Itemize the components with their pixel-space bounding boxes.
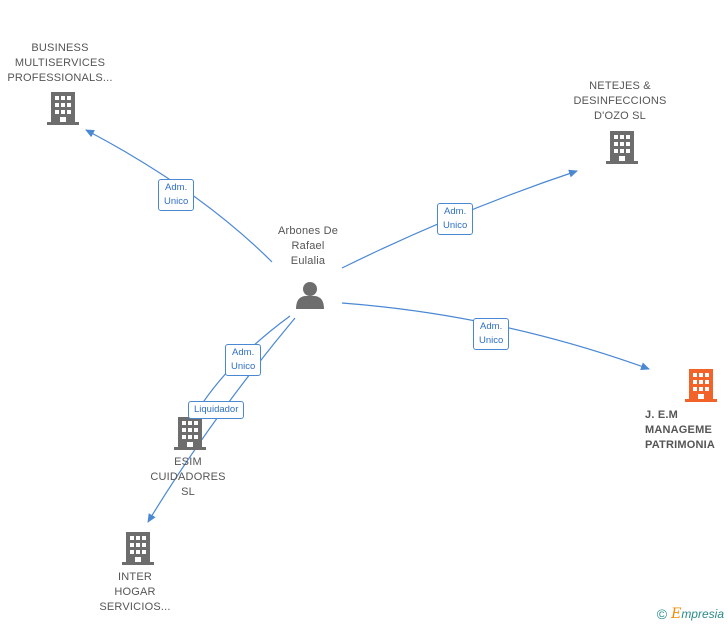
relation-label-business: Adm. Unico <box>158 179 195 211</box>
relation-label-jem: Adm. Unico <box>473 318 510 350</box>
brand-name: Empresia <box>671 606 724 622</box>
relation-label-esim: Adm. Unico <box>225 344 262 376</box>
empresia-logo: © Empresia <box>657 606 724 622</box>
company-name-business[interactable]: BUSINESS MULTISERVICES PROFESSIONALS... <box>7 42 113 84</box>
building-icon[interactable] <box>122 532 154 565</box>
relation-label-netejes: Adm. Unico <box>437 203 474 235</box>
edge-inter <box>147 317 296 523</box>
building-icon[interactable] <box>174 417 206 450</box>
relation-label-inter: Liquidador <box>188 401 245 419</box>
company-name-netejes[interactable]: NETEJES & DESINFECCIONS D'OZO SL <box>573 80 667 122</box>
company-name-inter[interactable]: INTER HOGAR SERVICIOS... <box>99 571 171 613</box>
person-name[interactable]: Arbones De Rafael Eulalia <box>277 225 339 267</box>
company-name-jem[interactable]: J. E.M MANAGEME PATRIMONIA <box>645 409 716 451</box>
copyright-symbol: © <box>656 606 668 622</box>
company-name-esim[interactable]: ESIM CUIDADORES SL <box>150 456 226 498</box>
building-icon[interactable] <box>685 369 717 402</box>
building-icon[interactable] <box>606 131 638 164</box>
building-icon[interactable] <box>47 92 79 125</box>
person-icon[interactable] <box>296 282 324 309</box>
